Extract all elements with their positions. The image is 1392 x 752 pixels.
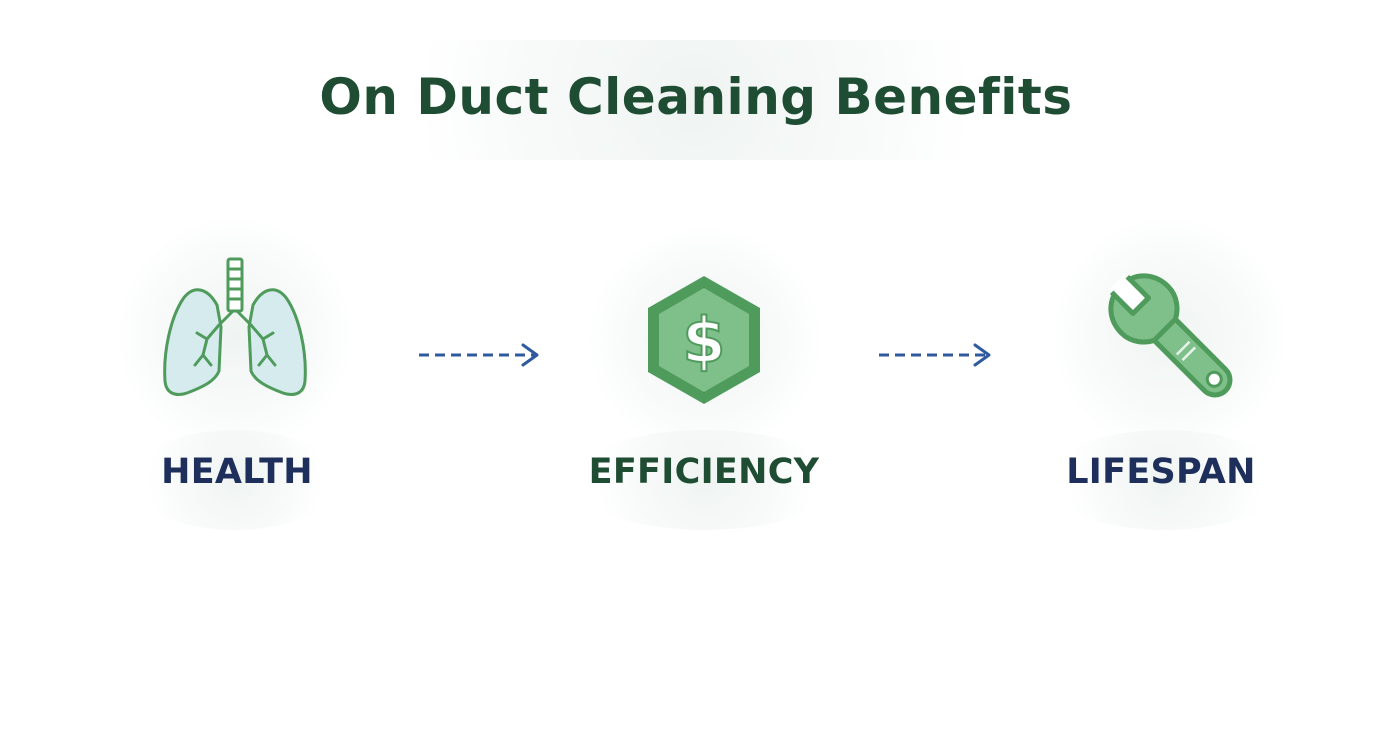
dollar-hexagon-icon: $ — [648, 276, 760, 404]
svg-text:$: $ — [682, 304, 725, 377]
efficiency-label-glow — [570, 430, 840, 530]
step-label-efficiency: EFFICIENCY — [588, 452, 820, 492]
diagram-title: On Duct Cleaning Benefits — [319, 68, 1073, 126]
connector-arrow-health-efficiency — [419, 343, 539, 367]
lungs-icon — [163, 257, 307, 396]
title-glow — [330, 40, 1060, 160]
step-label-health: HEALTH — [161, 452, 313, 492]
health-label-glow — [130, 430, 340, 530]
wrench-icon — [1108, 273, 1233, 398]
step-label-lifespan: LIFESPAN — [1066, 452, 1256, 492]
lifespan-label-glow — [1045, 430, 1285, 530]
connector-arrow-efficiency-lifespan — [879, 343, 991, 367]
